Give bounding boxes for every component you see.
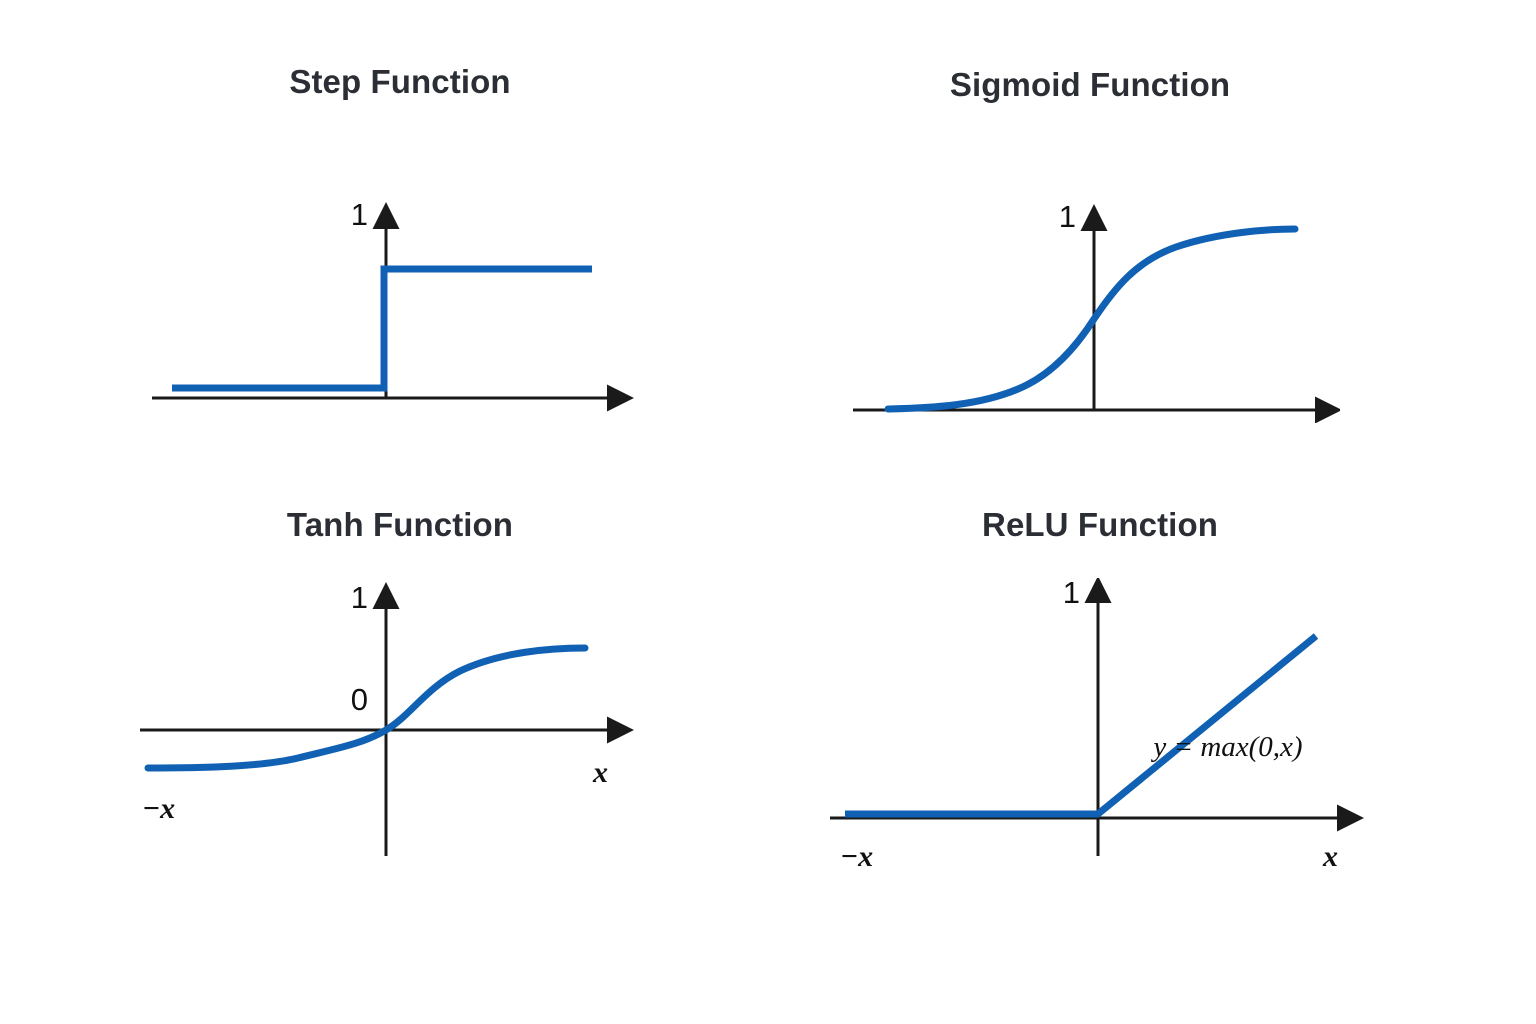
x-axis-label-positive: x — [1322, 840, 1338, 873]
y-axis-tick-one: 1 — [1059, 199, 1076, 234]
step-function-plot: 1 −x x Threshold — [152, 197, 634, 412]
y-axis-tick-zero: 0 — [351, 682, 368, 717]
panel-sigmoid-function: Sigmoid Function 1 −x x — [840, 58, 1340, 423]
y-axis-tick-one: 1 — [351, 197, 368, 232]
x-axis-label-negative: −x — [142, 792, 175, 825]
tanh-function-plot: 1 0 −x x — [140, 580, 634, 856]
panel-title-relu: ReLU Function — [982, 506, 1218, 543]
sigmoid-function-plot: 1 −x x — [853, 199, 1340, 423]
x-axis-label-positive: x — [592, 756, 608, 789]
x-axis-label-negative: −x — [840, 840, 873, 873]
tanh-curve — [144, 644, 589, 772]
y-axis-tick-one: 1 — [1063, 578, 1080, 610]
relu-formula-annotation: y = max(0,x) — [1150, 731, 1302, 763]
relu-curve — [845, 633, 1319, 818]
panel-relu-function: ReLU Function 1 y = max(0,x) −x x — [820, 498, 1380, 888]
panel-title-tanh: Tanh Function — [286, 506, 514, 543]
step-curve — [172, 265, 592, 392]
y-axis-tick-one: 1 — [351, 580, 368, 615]
panel-title-step: Step Function — [289, 63, 511, 100]
panel-step-function: Step Function 1 −x x Threshold — [130, 55, 670, 415]
panel-tanh-function: Tanh Function 1 0 −x x — [130, 498, 670, 888]
relu-function-plot: 1 y = max(0,x) −x x — [830, 578, 1364, 873]
sigmoid-curve — [884, 225, 1299, 413]
panel-title-sigmoid: Sigmoid Function — [949, 66, 1231, 103]
